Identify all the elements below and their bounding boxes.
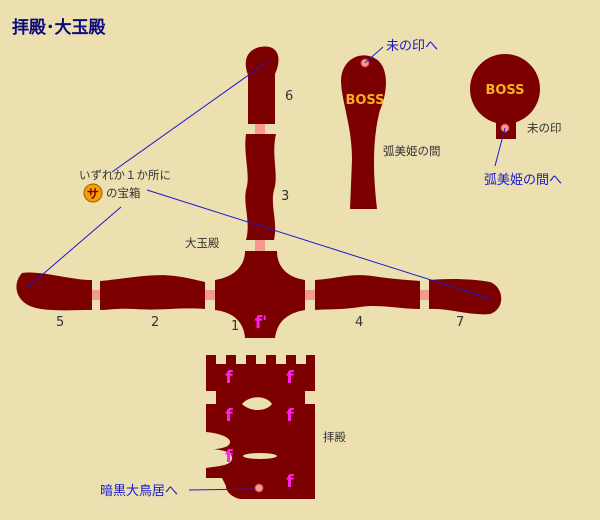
room-number-6: 6 [285,89,293,104]
haiden-right-inlet [305,391,315,404]
chest-badge-symbol: サ [87,187,99,201]
room-6 [245,46,279,124]
room-haiden [206,355,315,499]
label-daigyokuden: 大玉殿 [185,236,220,250]
leader-kobihime [494,127,506,167]
room-1 [215,251,305,338]
leader-chest-room-6 [111,61,268,173]
room-7 [429,278,502,315]
room-kobihime [341,55,386,210]
f-prime-marker: f' [255,313,268,333]
chest-badge-icon [83,183,103,203]
f-marker: f [286,406,294,426]
door-4-7 [420,290,429,300]
callout-ankoku-torii[interactable]: 暗黒大鳥居へ [100,484,178,499]
ankoku-torii-exit-pin[interactable] [254,483,264,493]
door-1-4 [305,290,315,300]
leader-chest-room-7 [146,189,492,300]
leader-chest-room-5 [27,206,122,288]
door-3-6 [255,124,265,134]
room-number-4: 4 [355,315,363,330]
f-marker: f [286,472,294,492]
room-number-2: 2 [151,315,159,330]
leader-hitsuji-seal [364,46,384,64]
callout-kobihime-room[interactable]: 弧美姫の間へ [484,173,562,188]
room-2 [100,275,205,310]
boss-marker-right: BOSS [485,83,524,98]
label-kobihime-room: 弧美姫の間 [383,144,441,158]
room-4 [315,275,420,310]
door-5-2 [92,290,100,300]
room-3 [245,134,276,240]
f-marker: f [225,447,233,467]
map-title: 拝殿･大玉殿 [12,17,106,38]
callout-hitsuji-seal[interactable]: 未の印へ [386,39,438,54]
haiden-inner-hole [242,397,272,410]
f-marker: f [225,406,233,426]
room-number-5: 5 [56,315,64,330]
door-1-3 [255,240,265,251]
room-number-7: 7 [456,315,464,330]
chest-text: の宝箱 [106,186,141,200]
haiden-slot [243,453,277,459]
label-hitsuji-seal: 未の印 [527,121,562,135]
door-2-1 [205,290,215,300]
label-haiden: 拝殿 [323,430,346,444]
haiden-left-inlet [206,391,216,404]
f-marker: f [286,368,294,388]
room-number-3: 3 [281,189,289,204]
boss-marker-kobihime: BOSS [345,93,384,108]
leader-ankoku-torii [188,488,256,491]
haiden-left-notch [206,432,230,450]
f-marker: f [225,368,233,388]
room-number-1: 1 [231,319,239,334]
room-boss-right [470,54,540,124]
chest-note: いずれか１か所に [79,168,171,182]
room-5 [16,272,92,311]
